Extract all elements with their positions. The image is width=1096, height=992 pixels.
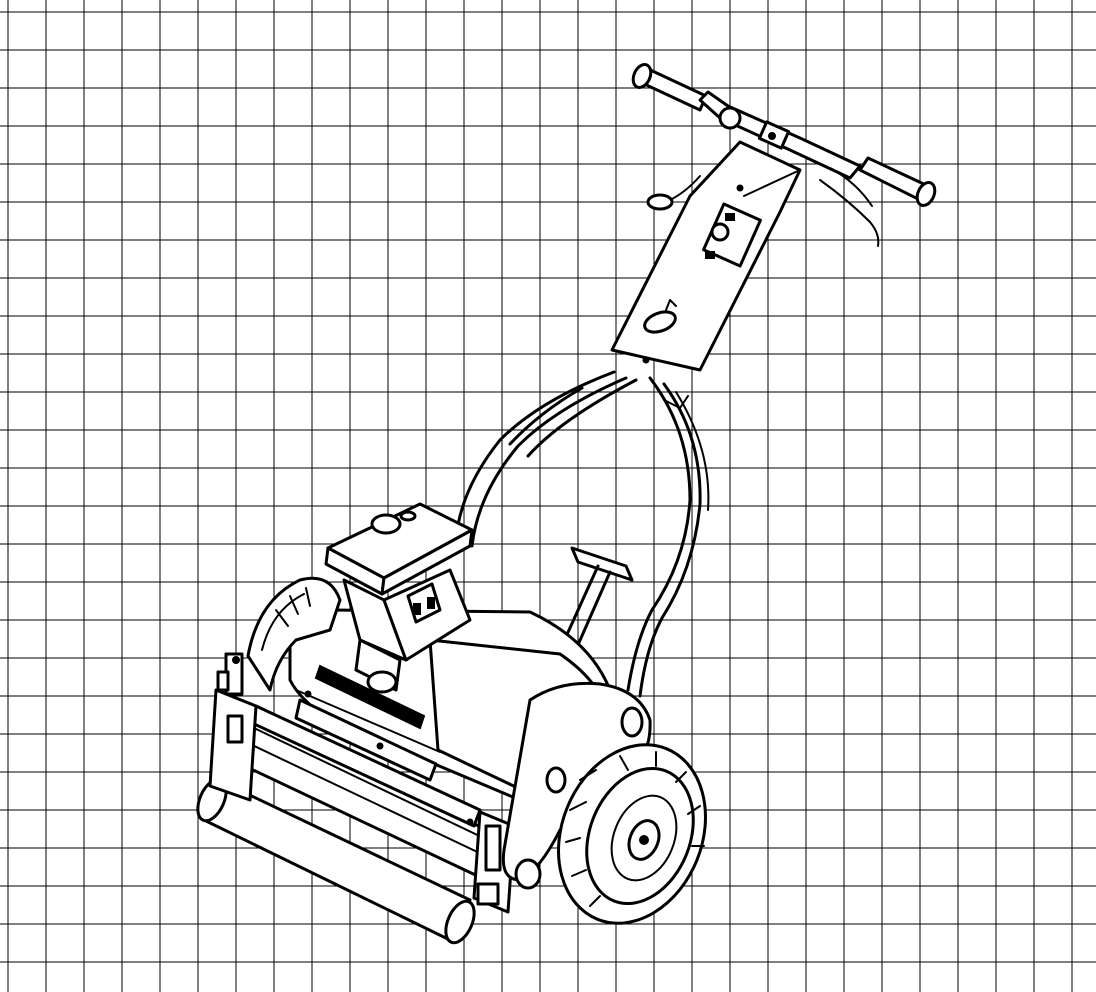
right-side-frame	[472, 810, 516, 914]
handle-frame	[454, 370, 710, 698]
throttle-lever	[646, 175, 701, 211]
handlebar	[631, 63, 937, 247]
left-wheel	[246, 576, 342, 692]
handle-shaft	[610, 140, 802, 372]
right-wheel	[557, 743, 707, 925]
engine	[324, 502, 474, 694]
left-side-frame	[208, 652, 258, 802]
right-wheel-housing	[501, 681, 652, 890]
